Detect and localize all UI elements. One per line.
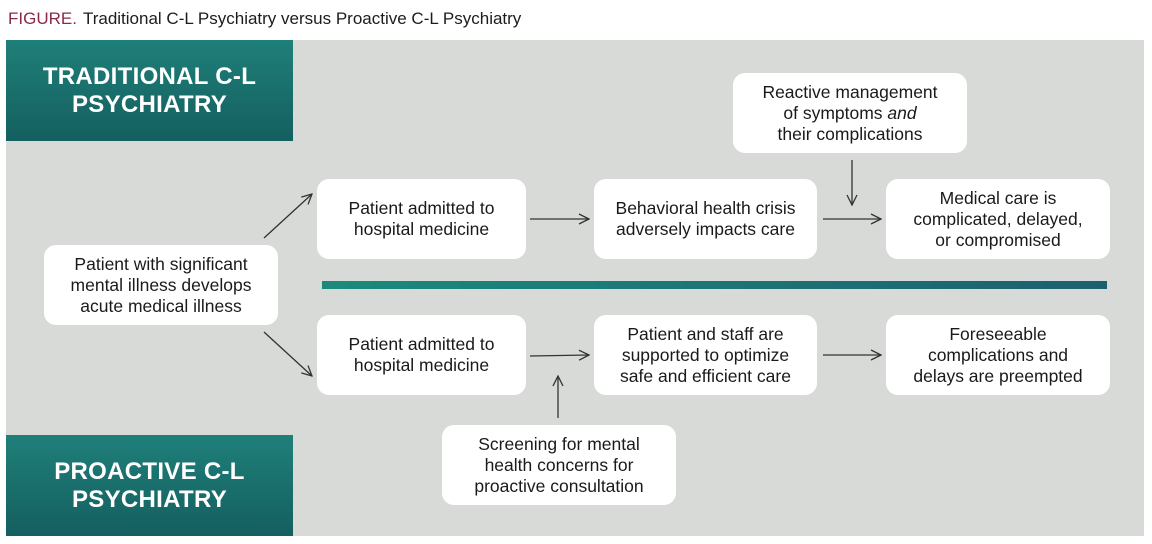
section-divider — [322, 281, 1107, 289]
reactive-line-2a: of symptoms — [783, 102, 888, 123]
supported-node: Patient and staff are supported to optim… — [594, 315, 817, 395]
proactive-outcome-node: Foreseeable complications and delays are… — [886, 315, 1110, 395]
traditional-outcome-text: Medical care is complicated, delayed, or… — [913, 187, 1083, 250]
reactive-line-1: Reactive management — [762, 81, 938, 102]
screening-node: Screening for mental health concerns for… — [442, 425, 676, 505]
proactive-banner-label: PROACTIVE C-L PSYCHIATRY — [54, 457, 245, 513]
traditional-admitted-text: Patient admitted to hospital medicine — [348, 198, 495, 239]
reactive-line-2b: and — [887, 102, 917, 123]
traditional-admitted-node: Patient admitted to hospital medicine — [317, 179, 526, 259]
start-node-text: Patient with significant mental illness … — [70, 253, 252, 316]
proactive-admitted-node: Patient admitted to hospital medicine — [317, 315, 526, 395]
traditional-banner-label: TRADITIONAL C-L PSYCHIATRY — [42, 62, 257, 118]
supported-text: Patient and staff are supported to optim… — [620, 323, 791, 386]
figure-title: FIGURE. Traditional C-L Psychiatry versus… — [8, 6, 521, 32]
figure-title-text: Traditional C-L Psychiatry versus Proact… — [82, 9, 522, 28]
screening-text: Screening for mental health concerns for… — [474, 433, 644, 496]
proactive-admitted-text: Patient admitted to hospital medicine — [348, 334, 495, 375]
start-node: Patient with significant mental illness … — [44, 245, 278, 325]
traditional-banner: TRADITIONAL C-L PSYCHIATRY — [6, 40, 293, 141]
figure-label: FIGURE. — [8, 9, 77, 28]
proactive-outcome-text: Foreseeable complications and delays are… — [913, 323, 1083, 386]
proactive-banner: PROACTIVE C-L PSYCHIATRY — [6, 435, 293, 536]
reactive-line-3: their complications — [777, 123, 923, 144]
crisis-text: Behavioral health crisis adversely impac… — [615, 198, 796, 239]
traditional-outcome-node: Medical care is complicated, delayed, or… — [886, 179, 1110, 259]
crisis-node: Behavioral health crisis adversely impac… — [594, 179, 817, 259]
